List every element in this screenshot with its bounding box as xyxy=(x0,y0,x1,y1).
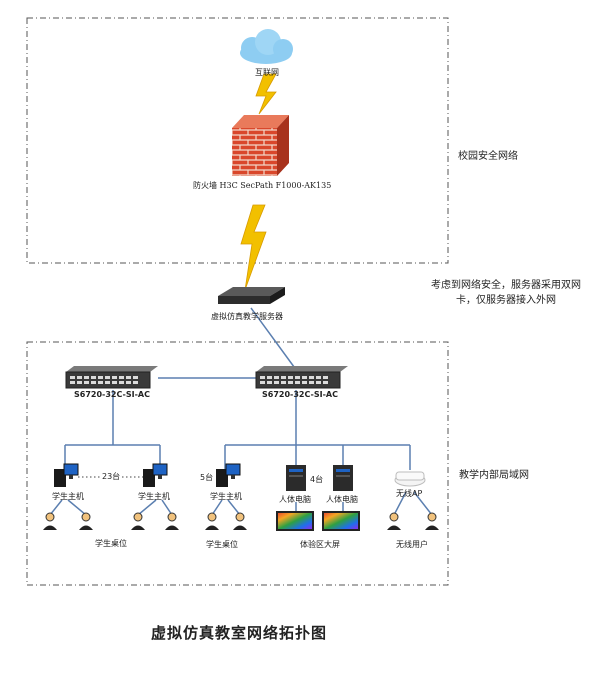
pc-a-tower-icon xyxy=(286,465,306,491)
switch-right-icon xyxy=(255,366,348,389)
zone-lan-label: 教学内部局域网 xyxy=(459,470,529,481)
pc-a-label: 人体电脑 xyxy=(279,495,311,504)
count-4-label: 4台 xyxy=(310,475,324,484)
wireless-users-label: 无线用户 xyxy=(396,540,428,549)
pc-b-label: 人体电脑 xyxy=(326,495,358,504)
desk-1-label: 学生桌位 xyxy=(95,539,127,548)
host-b-label: 学生主机 xyxy=(138,492,170,501)
lightning-icon xyxy=(240,204,267,291)
internet-label: 互联网 xyxy=(255,68,279,77)
pc-b-tower-icon xyxy=(333,465,353,491)
screen-b-icon xyxy=(322,511,360,531)
server-note: 考虑到网络安全，服务器采用双网卡，仅服务器接入外网 xyxy=(431,280,581,306)
screen-label: 体验区大屏 xyxy=(300,540,340,549)
switch-left-label: S6720-32C-SI-AC xyxy=(74,390,150,399)
zone-campus-label: 校园安全网络 xyxy=(458,151,518,162)
user-icon xyxy=(233,512,247,530)
wireless-ap-icon xyxy=(394,471,426,487)
firewall-icon xyxy=(232,115,289,176)
screen-a-icon xyxy=(276,511,314,531)
host-c-icon xyxy=(216,463,241,487)
user-icon xyxy=(425,512,439,530)
count-23-label: 23台 xyxy=(101,471,122,482)
page-title: 虚拟仿真教室网络拓扑图 xyxy=(151,624,328,642)
user-icon xyxy=(43,512,57,530)
firewall-label: 防火墙 H3C SecPath F1000-AK135 xyxy=(193,181,332,190)
teaching-lan-zone xyxy=(26,341,449,586)
cloud-icon xyxy=(240,29,293,64)
host-b-icon xyxy=(143,463,168,487)
switch-left-icon xyxy=(65,366,158,389)
ap-label: 无线AP xyxy=(396,489,423,498)
user-icon xyxy=(387,512,401,530)
switch-right-label: S6720-32C-SI-AC xyxy=(262,390,338,399)
host-a-icon xyxy=(54,463,79,487)
host-a-label: 学生主机 xyxy=(52,492,84,501)
server-label: 虚拟仿真教学服务器 xyxy=(211,312,283,321)
user-icon xyxy=(165,512,179,530)
network-links xyxy=(49,307,433,516)
user-icons xyxy=(43,512,439,530)
user-icon xyxy=(131,512,145,530)
user-icon xyxy=(79,512,93,530)
lightning-icon xyxy=(255,73,277,115)
user-icon xyxy=(205,512,219,530)
count-5-label: 5台 xyxy=(200,473,214,482)
desk-2-label: 学生桌位 xyxy=(206,540,238,549)
host-c-label: 学生主机 xyxy=(210,492,242,501)
campus-security-zone xyxy=(26,17,449,264)
server-icon xyxy=(218,287,285,304)
